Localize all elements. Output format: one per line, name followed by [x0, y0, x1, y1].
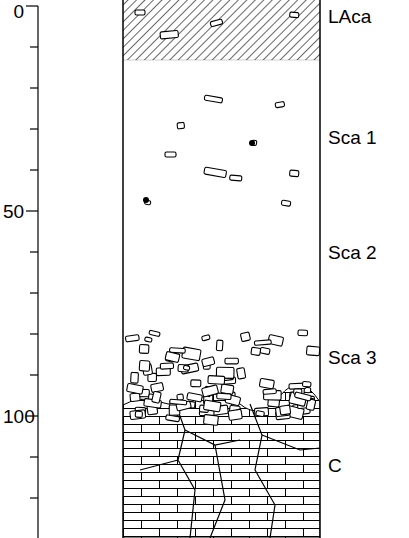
- horizon-label: Sca 3: [328, 348, 377, 367]
- depth-axis: [26, 6, 38, 538]
- litter-hatching: [123, 0, 320, 60]
- horizon-label: LAca: [328, 7, 371, 26]
- limestone-bedrock: [123, 385, 320, 538]
- horizon-label: Sca 2: [328, 243, 377, 262]
- depth-tick-label: 100: [3, 407, 35, 426]
- horizon-label: Sca 1: [328, 128, 377, 147]
- horizon-label: C: [328, 456, 342, 475]
- depth-tick-label: 50: [3, 202, 24, 221]
- depth-tick-label: 0: [13, 2, 24, 21]
- stones: [125, 10, 320, 425]
- bedrock-cracks: [140, 402, 320, 538]
